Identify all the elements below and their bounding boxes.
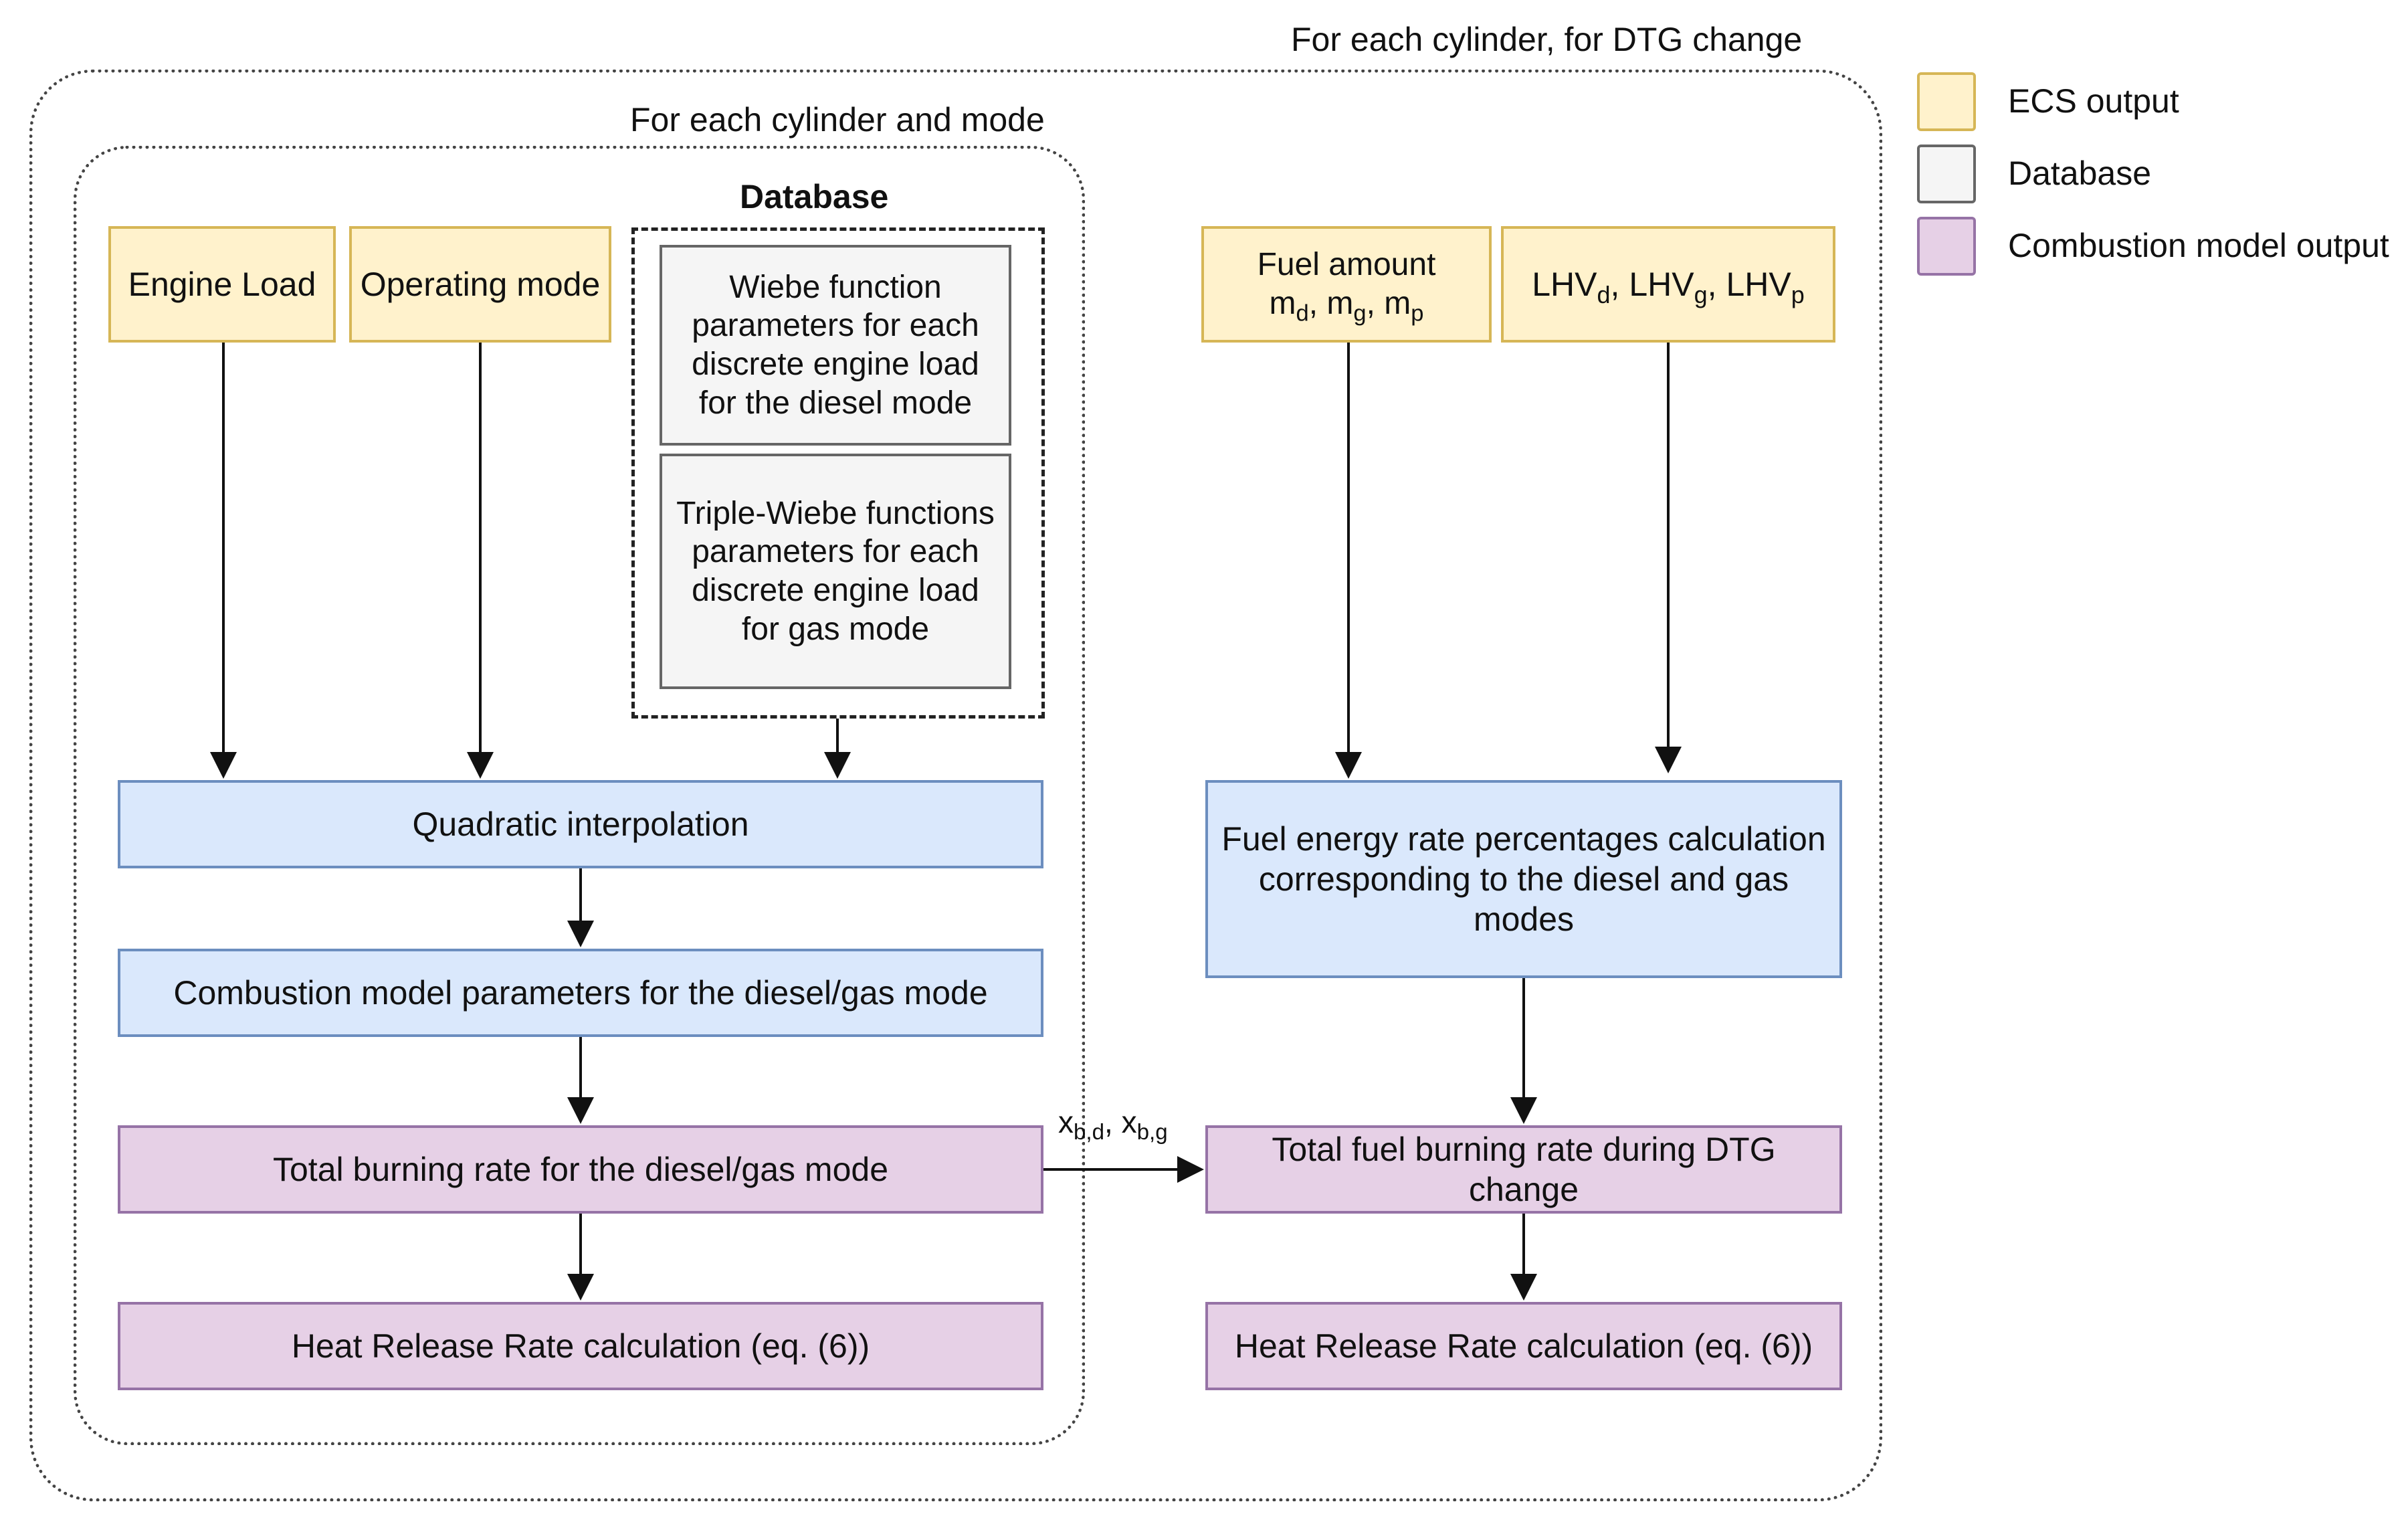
legend-label-database: Database bbox=[2008, 155, 2152, 192]
operating-mode-box: Operating mode bbox=[349, 226, 611, 343]
engine-load-box: Engine Load bbox=[108, 226, 336, 343]
total-burning-rate-box: Total burning rate for the diesel/gas mo… bbox=[118, 1125, 1043, 1214]
fuel-energy-rate-box: Fuel energy rate percentages calculation… bbox=[1205, 780, 1842, 978]
legend-label-combustion: Combustion model output bbox=[2008, 227, 2389, 264]
legend-label-ecs: ECS output bbox=[2008, 82, 2179, 120]
wiebe-diesel-text: Wiebe function parameters for each discr… bbox=[692, 269, 979, 421]
total-fuel-burning-dtg-label: Total fuel burning rate during DTG chang… bbox=[1272, 1131, 1776, 1208]
triple-wiebe-gas-text: Triple-Wiebe functions parameters for ea… bbox=[676, 495, 995, 647]
legend-swatch-combustion bbox=[1917, 217, 1976, 276]
fuel-amount-title: Fuel amount bbox=[1257, 247, 1436, 283]
heat-release-right-label: Heat Release Rate calculation (eq. (6)) bbox=[1234, 1327, 1813, 1365]
inner-frame-label: For each cylinder and mode bbox=[630, 101, 1045, 138]
combustion-params-label: Combustion model parameters for the dies… bbox=[173, 974, 988, 1012]
burn-fraction-label: xb,d, xb,g bbox=[1058, 1105, 1168, 1145]
combustion-params-box: Combustion model parameters for the dies… bbox=[118, 949, 1043, 1037]
legend-swatch-database bbox=[1917, 145, 1976, 203]
operating-mode-label: Operating mode bbox=[360, 266, 601, 303]
database-group bbox=[631, 227, 1045, 719]
heat-release-right-box: Heat Release Rate calculation (eq. (6)) bbox=[1205, 1302, 1842, 1390]
legend-swatch-ecs bbox=[1917, 72, 1976, 131]
heat-release-left-label: Heat Release Rate calculation (eq. (6)) bbox=[291, 1327, 870, 1365]
total-fuel-burning-dtg-box: Total fuel burning rate during DTG chang… bbox=[1205, 1125, 1842, 1214]
outer-frame-label: For each cylinder, for DTG change bbox=[1291, 21, 1803, 58]
database-group-label: Database bbox=[740, 178, 889, 215]
heat-release-left-box: Heat Release Rate calculation (eq. (6)) bbox=[118, 1302, 1043, 1390]
lhv-symbols: LHVd, LHVg, LHVp bbox=[1532, 266, 1805, 308]
quadratic-interpolation-box: Quadratic interpolation bbox=[118, 780, 1043, 868]
inner-frame-cylinder-mode bbox=[74, 146, 1085, 1445]
engine-load-label: Engine Load bbox=[128, 266, 316, 303]
fuel-energy-rate-label: Fuel energy rate percentages calculation… bbox=[1221, 820, 1826, 938]
wiebe-diesel-box: Wiebe function parameters for each discr… bbox=[660, 245, 1011, 446]
outer-frame-dtg-change bbox=[29, 70, 1882, 1501]
total-burning-rate-label: Total burning rate for the diesel/gas mo… bbox=[273, 1151, 888, 1188]
fuel-amount-symbols: md, mg, mp bbox=[1269, 286, 1424, 326]
fuel-amount-box: Fuel amount md, mg, mp bbox=[1201, 226, 1492, 343]
quadratic-interpolation-label: Quadratic interpolation bbox=[412, 806, 749, 843]
triple-wiebe-gas-box: Triple-Wiebe functions parameters for ea… bbox=[660, 454, 1011, 689]
lhv-box: LHVd, LHVg, LHVp bbox=[1501, 226, 1835, 343]
